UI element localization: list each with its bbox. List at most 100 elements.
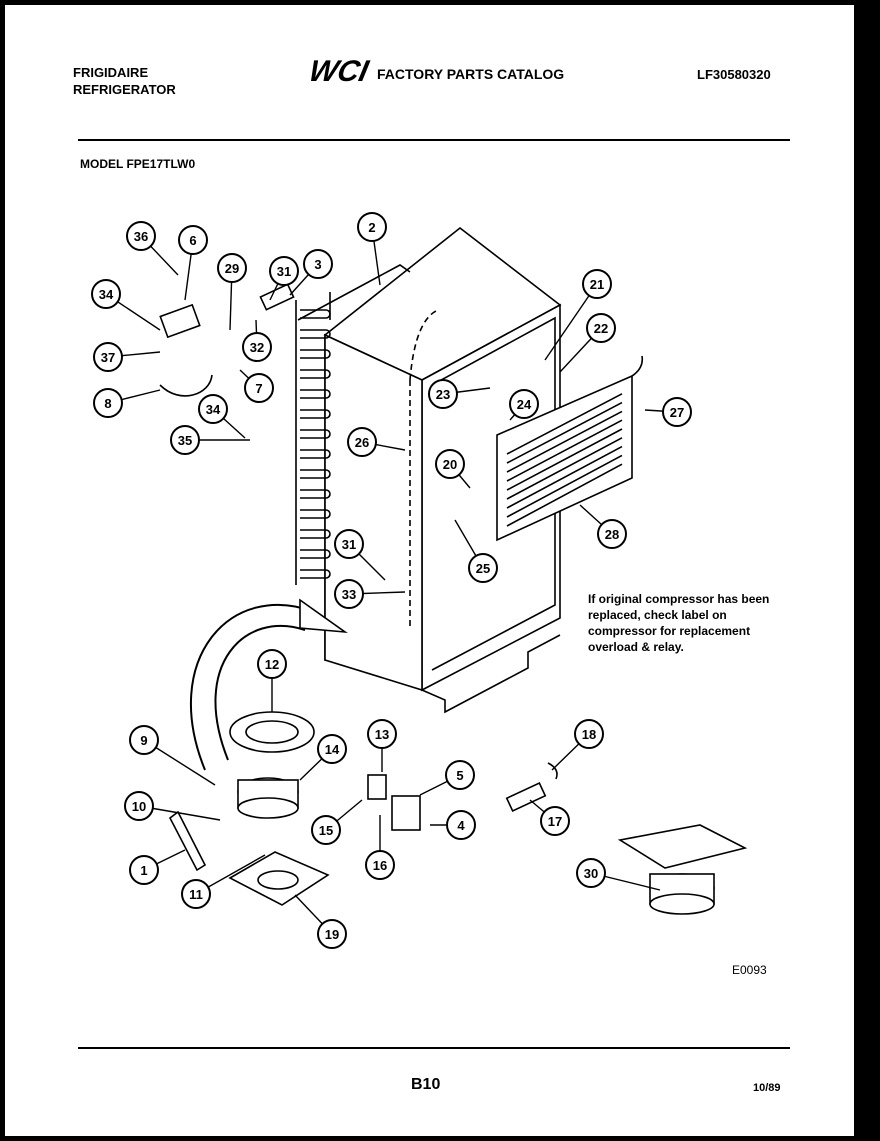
callout-circle xyxy=(576,858,606,888)
grommet-plate xyxy=(245,720,299,744)
callout-number: 27 xyxy=(670,405,684,420)
callout-number: 30 xyxy=(584,866,598,881)
bracket xyxy=(168,810,207,872)
compressor xyxy=(237,797,299,819)
callout-number: 22 xyxy=(594,321,608,336)
callout-number: 4 xyxy=(457,818,465,833)
leader-line xyxy=(544,283,598,361)
callout-number: 9 xyxy=(140,733,147,748)
callout-number: 26 xyxy=(355,435,369,450)
catalog-title: FACTORY PARTS CATALOG xyxy=(377,66,565,82)
callout-circle xyxy=(334,529,364,559)
wci-logo-text: WCI xyxy=(311,55,372,85)
callout-circle xyxy=(317,734,347,764)
callout-number: 21 xyxy=(590,277,604,292)
cabinet-base xyxy=(421,634,561,714)
overload xyxy=(391,795,421,831)
callout-circle xyxy=(257,649,287,679)
callout-circle xyxy=(468,553,498,583)
callout-number: 6 xyxy=(189,233,196,248)
callout-number: 18 xyxy=(582,727,596,742)
callout-number: 13 xyxy=(375,727,389,742)
callout-number: 37 xyxy=(101,350,115,365)
note-line: If original compressor has been xyxy=(588,592,770,606)
product-type: REFRIGERATOR xyxy=(73,82,176,97)
callout-circle xyxy=(129,855,159,885)
callout-number: 5 xyxy=(456,768,463,783)
callout-number: 15 xyxy=(319,823,333,838)
callout-number: 31 xyxy=(277,264,291,279)
callout-number: 7 xyxy=(255,381,262,396)
upper-tube xyxy=(297,264,411,321)
alternate-compressor xyxy=(649,893,715,915)
revision-date: 10/89 xyxy=(753,1082,781,1094)
callout-number: 20 xyxy=(443,457,457,472)
callout-circle xyxy=(269,256,299,286)
callout-number: 19 xyxy=(325,927,339,942)
callout-circle xyxy=(597,519,627,549)
callout-circle xyxy=(509,389,539,419)
callout-circle xyxy=(347,427,377,457)
callout-number: 35 xyxy=(178,433,192,448)
brand-name: FRIGIDAIRE xyxy=(73,65,149,80)
base-pan xyxy=(257,870,299,890)
cabinet-front xyxy=(324,333,423,692)
callout-circle xyxy=(582,269,612,299)
callout-circle xyxy=(574,719,604,749)
compressor-path-arrow xyxy=(189,603,316,771)
callout-circle xyxy=(217,253,247,283)
footer-rule xyxy=(78,1047,790,1049)
catalog-number: LF30580320 xyxy=(697,67,771,82)
callout-number: 33 xyxy=(342,587,356,602)
callout-circle xyxy=(317,919,347,949)
callout-circle xyxy=(445,760,475,790)
capacitor-clamp xyxy=(547,762,558,780)
callout-circle xyxy=(93,342,123,372)
callout-circle xyxy=(129,725,159,755)
callout-number: 34 xyxy=(206,402,221,417)
arrow-head xyxy=(299,598,348,634)
catalog-page: FRIGIDAIRE REFRIGERATOR WCI FACTORY PART… xyxy=(5,5,854,1136)
callout-circle xyxy=(540,806,570,836)
callout-circle xyxy=(311,815,341,845)
callout-circle xyxy=(303,249,333,279)
capacitor xyxy=(505,781,547,813)
callout-circle xyxy=(170,425,200,455)
note-line: compressor for replacement xyxy=(588,624,751,638)
callout-circle xyxy=(446,810,476,840)
callout-number: 3 xyxy=(314,257,321,272)
callout-circle xyxy=(428,379,458,409)
callout-number: 16 xyxy=(373,858,387,873)
callout-number: 1 xyxy=(140,863,147,878)
callout-number: 17 xyxy=(548,814,562,829)
callout-circle xyxy=(198,394,228,424)
base-pan xyxy=(228,851,330,906)
power-cord xyxy=(159,374,213,397)
callout-circle xyxy=(91,279,121,309)
callout-number: 10 xyxy=(132,799,146,814)
page-number: B10 xyxy=(411,1076,441,1093)
callout-circle xyxy=(367,719,397,749)
callout-number: 31 xyxy=(342,537,356,552)
callout-circle xyxy=(178,225,208,255)
callout-circle xyxy=(662,397,692,427)
note-line: overload & relay. xyxy=(588,640,684,654)
compressor-note: If original compressor has been replaced… xyxy=(588,591,808,655)
callout-number: 14 xyxy=(325,742,340,757)
relay xyxy=(367,774,387,800)
grommet-plate xyxy=(229,711,315,753)
compressor-path-arrow xyxy=(214,624,306,761)
callout-circle xyxy=(357,212,387,242)
evaporator xyxy=(496,374,633,542)
callout-circle xyxy=(586,313,616,343)
callout-number: 29 xyxy=(225,261,239,276)
callout-number: 32 xyxy=(250,340,264,355)
tubing xyxy=(409,309,439,381)
callout-number: 12 xyxy=(265,657,279,672)
figure-code: E0093 xyxy=(732,963,767,977)
callout-number: 24 xyxy=(517,397,532,412)
note-line: replaced, check label on xyxy=(588,608,727,622)
callout-number: 25 xyxy=(476,561,490,576)
callout-circle xyxy=(93,388,123,418)
